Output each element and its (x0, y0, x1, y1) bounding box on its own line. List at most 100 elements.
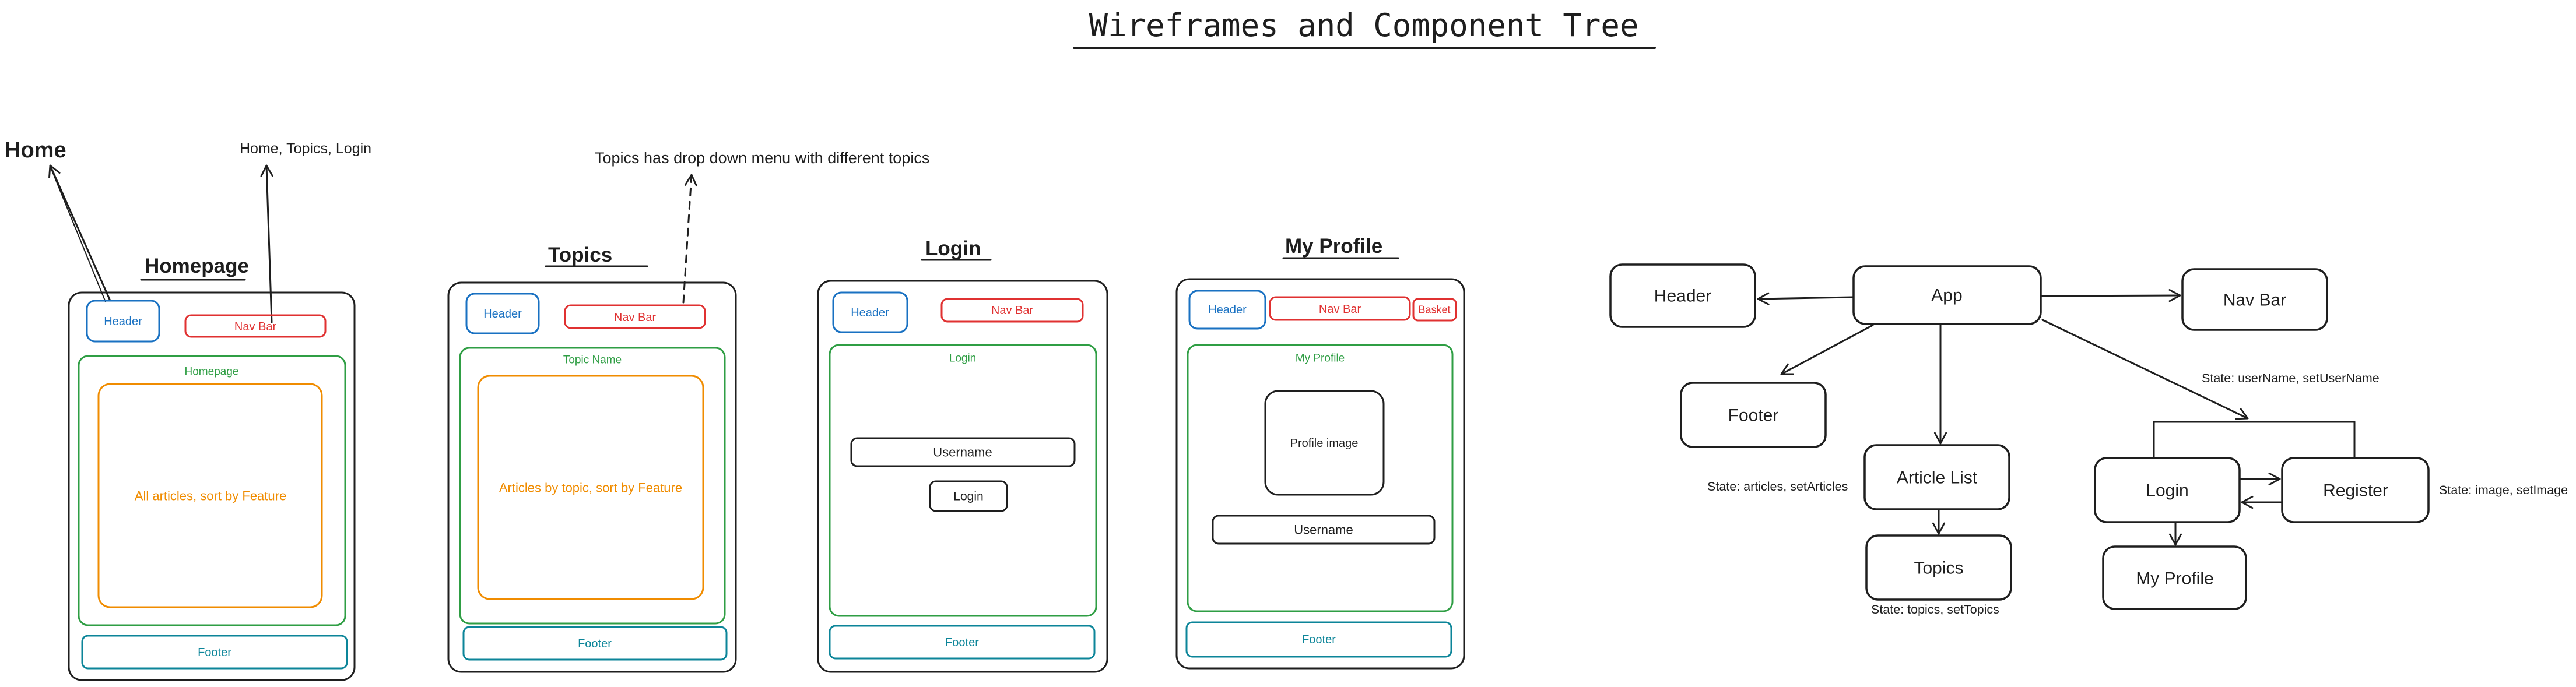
component-node-box (2281, 457, 2430, 523)
component-node-header: Header (1609, 263, 1756, 328)
home-pointer-arrow (48, 164, 111, 302)
home-annotation: Home (5, 138, 66, 163)
topics-dropdown-note: Topics has drop down menu with different… (595, 149, 929, 167)
username-field-label: Username (1294, 523, 1353, 537)
nav-bar-label: Nav Bar (991, 304, 1034, 317)
username-field (1212, 515, 1436, 545)
header-label: Header (1208, 304, 1247, 316)
component-node-box (1609, 263, 1756, 328)
component-node-box (1863, 444, 2010, 510)
header-label: Header (851, 306, 889, 319)
wireframe-frame (817, 280, 1108, 673)
nav-bar-label: Nav Bar (1319, 303, 1361, 316)
edge-app-to-auth-group (2041, 319, 2249, 420)
content-section-label: My Profile (1296, 353, 1345, 365)
component-node-app: App (1852, 265, 2042, 325)
component-tree: Header App Nav Bar Footer Article List T… (1609, 263, 2568, 616)
content-section-label: Login (949, 353, 977, 365)
component-node-label: Article List (1897, 468, 1978, 488)
component-node-register: Register (2281, 457, 2430, 523)
component-node-nav-bar: Nav Bar (2181, 268, 2328, 331)
component-node-login: Login (2094, 457, 2241, 523)
wireframe-frame (1175, 278, 1465, 670)
footer-block (81, 635, 348, 670)
footer-block (462, 626, 728, 661)
wireframe-frame (447, 281, 737, 673)
nav-bar-label: Nav Bar (234, 320, 277, 333)
wireframe-title: Homepage (145, 255, 249, 277)
articles-area-label: Articles by topic, sort by Feature (499, 481, 682, 495)
state-note-login-register: State: userName, setUserName (2202, 371, 2380, 385)
content-section (459, 347, 726, 625)
topics-dropdown-dashed-arrow (682, 174, 697, 304)
nav-bar-label: Nav Bar (614, 311, 657, 324)
state-note-register: State: image, setImage (2439, 483, 2568, 497)
component-node-label: My Profile (2136, 569, 2213, 589)
edge-app-to-nav-bar (2040, 289, 2181, 302)
component-node-label: Register (2323, 481, 2388, 501)
nav-links-pointer-arrow (260, 164, 273, 323)
login-wireframe: Login Header Nav Bar Login Username Logi… (817, 237, 1108, 673)
edge-app-to-footer (1780, 324, 1874, 375)
basket-block (1412, 298, 1457, 322)
component-node-box (1680, 382, 1827, 448)
header-label: Header (104, 315, 142, 328)
my-profile-wireframe: My Profile Header Nav Bar Basket My Prof… (1175, 235, 1465, 670)
footer-label: Footer (578, 637, 612, 650)
content-section-label: Topic Name (563, 354, 622, 367)
profile-image-placeholder (1264, 390, 1385, 496)
component-node-box (1852, 265, 2042, 325)
nav-bar-block (564, 304, 706, 329)
component-node-label: Header (1654, 287, 1711, 306)
header-block (832, 291, 908, 333)
footer-block (1185, 621, 1452, 658)
nav-bar-block (940, 298, 1084, 323)
footer-label: Footer (198, 646, 231, 659)
page-heading: Wireframes and Component Tree (1073, 7, 1656, 49)
login-button-label: Login (953, 489, 983, 503)
topics-wireframe: Topics Header Nav Bar Topic Name Article… (447, 244, 737, 673)
footer-block (829, 625, 1096, 660)
footer-label: Footer (1302, 633, 1336, 646)
username-field (850, 437, 1076, 467)
articles-area (97, 383, 323, 608)
component-node-my-profile: My Profile (2102, 545, 2247, 610)
wireframe-frame (68, 291, 356, 681)
edge-app-to-header (1757, 292, 1854, 305)
component-node-box (2094, 457, 2241, 523)
articles-area (477, 375, 704, 600)
content-section (78, 355, 346, 626)
content-section-label: Homepage (185, 366, 239, 378)
component-node-label: Login (2146, 481, 2188, 501)
header-label: Header (483, 308, 522, 320)
basket-label: Basket (1418, 304, 1450, 315)
homepage-wireframe: Homepage Header Nav Bar Homepage All art… (68, 255, 356, 681)
component-node-box (2181, 268, 2328, 331)
nav-links-annotation: Home, Topics, Login (240, 140, 371, 157)
profile-image-label: Profile image (1290, 437, 1359, 450)
home-pointer-arrow-second-stroke (51, 168, 106, 302)
articles-area-label: All articles, sort by Feature (135, 489, 286, 503)
wireframe-title: Login (925, 237, 981, 260)
nav-bar-block (1269, 296, 1411, 321)
page-title: Wireframes and Component Tree (1089, 7, 1639, 44)
username-field-label: Username (933, 445, 992, 460)
state-note-topics: State: topics, setTopics (1871, 603, 1999, 616)
header-block (86, 300, 160, 343)
annotations: Home Home, Topics, Login Topics has drop… (5, 138, 929, 323)
component-node-label: App (1931, 286, 1962, 305)
state-note-article-list: State: articles, setArticles (1707, 480, 1848, 494)
nav-bar-block (184, 314, 327, 338)
component-node-label: Nav Bar (2223, 291, 2286, 310)
header-block (465, 293, 540, 334)
component-node-article-list: Article List (1863, 444, 2010, 510)
component-node-label: Topics (1914, 559, 1963, 578)
wireframe-title: Topics (548, 244, 612, 266)
component-node-box (2102, 545, 2247, 610)
wireframe-title: My Profile (1285, 235, 1382, 258)
content-section (1187, 344, 1454, 612)
login-button (929, 480, 1008, 512)
component-node-label: Footer (1728, 406, 1779, 425)
